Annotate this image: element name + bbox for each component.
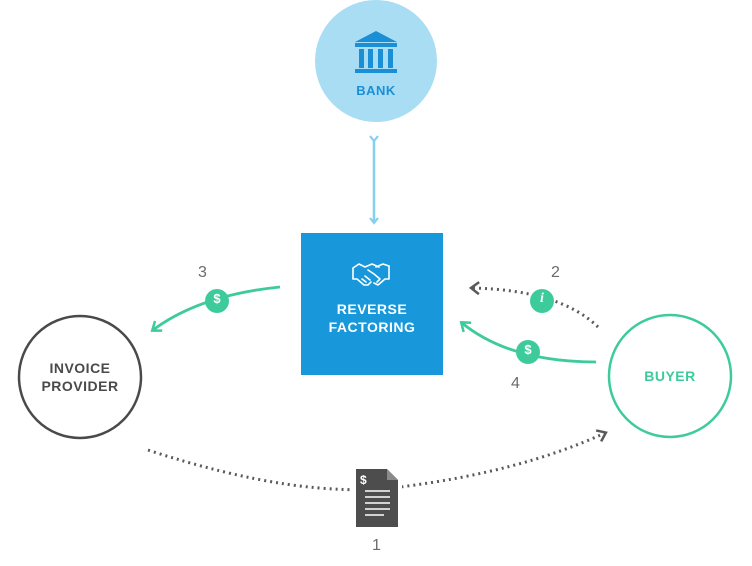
payment-from-buyer-badge: [516, 340, 540, 364]
step-number-2: 2: [551, 264, 560, 281]
step-number-4: 4: [511, 375, 520, 392]
invoice-provider-label-line1: INVOICE: [49, 360, 111, 376]
step-number-3: 3: [198, 264, 207, 281]
bank-node: [315, 0, 437, 122]
bank-icon: [355, 31, 397, 73]
invoice-dollar-glyph: $: [360, 473, 367, 487]
info-flow-arrow: [468, 281, 600, 329]
invoice-document-icon: [352, 465, 402, 528]
reverse-factoring-node: [301, 233, 443, 375]
payment-to-provider-badge: [205, 289, 229, 313]
buyer-label: BUYER: [644, 368, 696, 384]
bank-label: BANK: [356, 83, 396, 98]
reverse-factoring-label-line2: FACTORING: [328, 319, 416, 335]
handshake-icon: [352, 263, 390, 286]
reverse-factoring-label: REVERSE FACTORING: [301, 300, 443, 336]
dollar-icon: $: [213, 291, 221, 306]
reverse-factoring-label-line1: REVERSE: [336, 301, 408, 317]
invoice-provider-node: [17, 314, 143, 440]
invoice-provider-label-line2: PROVIDER: [41, 378, 119, 394]
info-icon: i: [540, 291, 544, 306]
buyer-node: [607, 313, 733, 439]
invoice-provider-label: INVOICE PROVIDER: [20, 359, 140, 395]
info-badge: [530, 289, 554, 313]
step-number-1: 1: [372, 537, 381, 554]
dollar-icon: $: [524, 342, 532, 357]
